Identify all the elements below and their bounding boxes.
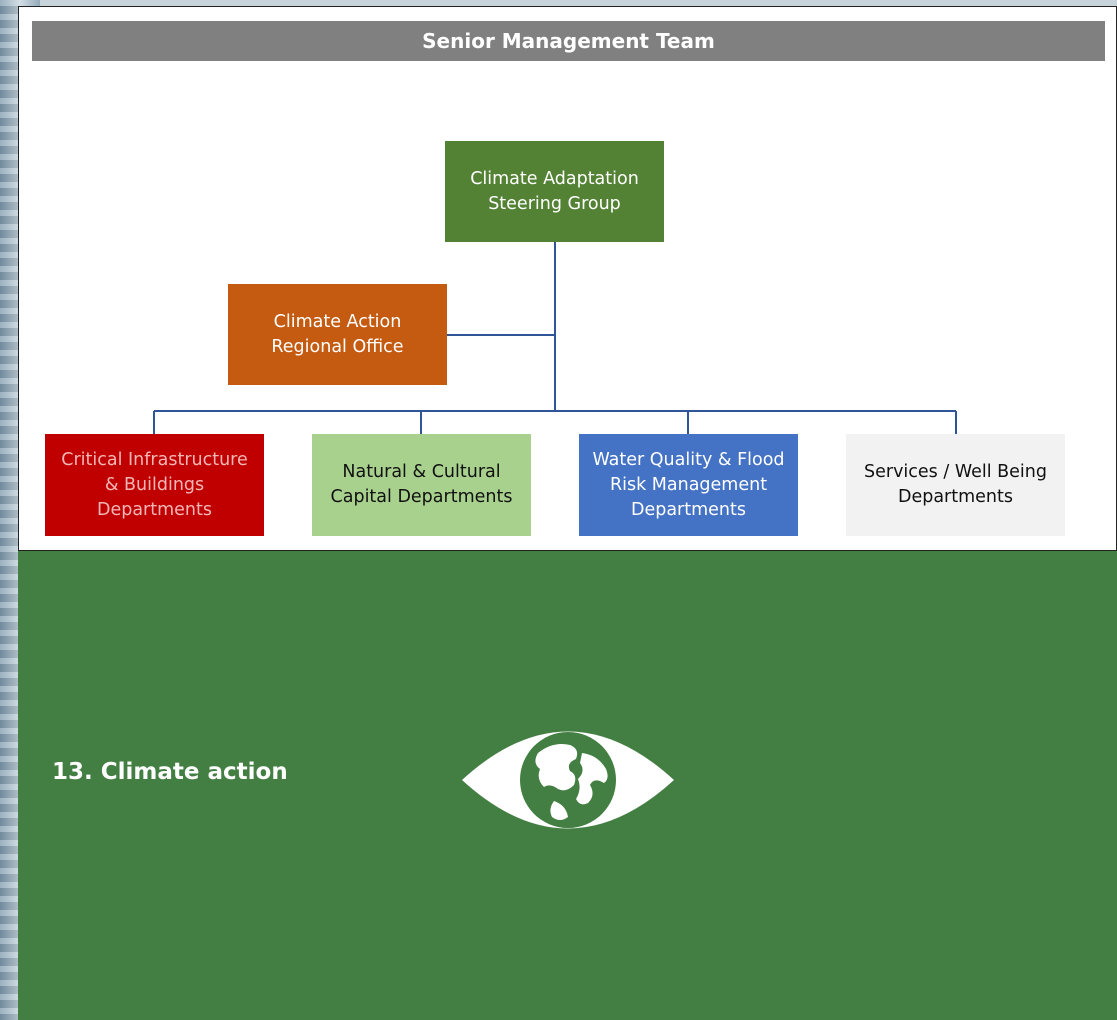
org-chart-connectors (153, 242, 957, 434)
sdg-13-panel: 13. Climate action (18, 551, 1117, 1020)
water-quality-flood-risk-departments-box: Water Quality & Flood Risk Management De… (579, 434, 798, 536)
eye-globe-icon (462, 731, 674, 829)
natural-cultural-capital-departments-box: Natural & Cultural Capital Departments (312, 434, 531, 536)
senior-management-team-header: Senior Management Team (32, 21, 1105, 61)
climate-action-regional-office-box: Climate Action Regional Office (228, 284, 447, 385)
services-well-being-departments-box: Services / Well Being Departments (846, 434, 1065, 536)
org-chart-panel: Senior Management Team Climate Adaptatio… (18, 6, 1117, 551)
critical-infrastructure-departments-box: Critical Infrastructure & Buildings Depa… (45, 434, 264, 536)
climate-adaptation-steering-group-box: Climate Adaptation Steering Group (445, 141, 664, 242)
sdg-caption: 13. Climate action (52, 759, 288, 785)
